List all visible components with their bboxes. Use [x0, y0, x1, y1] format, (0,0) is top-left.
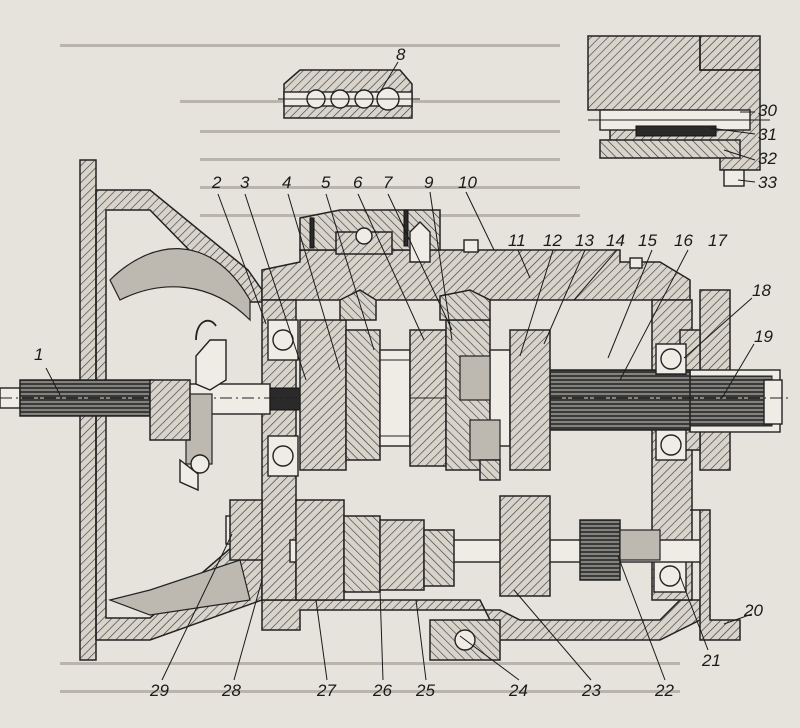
callout-labels: 1 2 3 4 5 6 7 8 9 10 11 12 13 14 15 16 1…: [34, 45, 777, 700]
callout-6: 6: [353, 173, 363, 192]
callout-27: 27: [316, 681, 336, 700]
callout-26: 26: [372, 681, 392, 700]
callout-19: 19: [754, 327, 773, 346]
callout-11: 11: [508, 231, 526, 250]
callout-32: 32: [758, 149, 777, 168]
callout-4: 4: [282, 173, 291, 192]
callout-12: 12: [543, 231, 562, 250]
countershaft: [229, 495, 701, 661]
callout-17: 17: [708, 231, 727, 250]
callout-8: 8: [396, 45, 406, 64]
callout-16: 16: [674, 231, 693, 250]
callout-28: 28: [221, 681, 241, 700]
clutch-housing: [79, 159, 263, 661]
callout-10: 10: [458, 173, 477, 192]
release-fork: [149, 319, 227, 492]
inset-detail-8: [278, 69, 420, 119]
callout-30: 30: [758, 101, 777, 120]
callout-22: 22: [654, 681, 674, 700]
callout-15: 15: [638, 231, 657, 250]
callout-24: 24: [508, 681, 528, 700]
leader-lines: [45, 61, 756, 681]
callout-31: 31: [758, 125, 777, 144]
mainshaft-gears: [299, 289, 551, 481]
callout-33: 33: [758, 173, 777, 192]
callout-13: 13: [575, 231, 594, 250]
callout-29: 29: [149, 681, 169, 700]
callout-9: 9: [424, 173, 434, 192]
output-flange: [679, 289, 783, 641]
callout-7: 7: [383, 173, 393, 192]
callout-25: 25: [415, 681, 435, 700]
callout-14: 14: [606, 231, 625, 250]
callout-18: 18: [752, 281, 771, 300]
inset-detail-30-33: [587, 35, 770, 187]
callout-2: 2: [211, 173, 222, 192]
callout-1: 1: [34, 345, 43, 364]
callout-23: 23: [581, 681, 601, 700]
callout-20: 20: [743, 601, 763, 620]
callout-21: 21: [701, 651, 721, 670]
callout-5: 5: [321, 173, 331, 192]
callout-3: 3: [240, 173, 250, 192]
